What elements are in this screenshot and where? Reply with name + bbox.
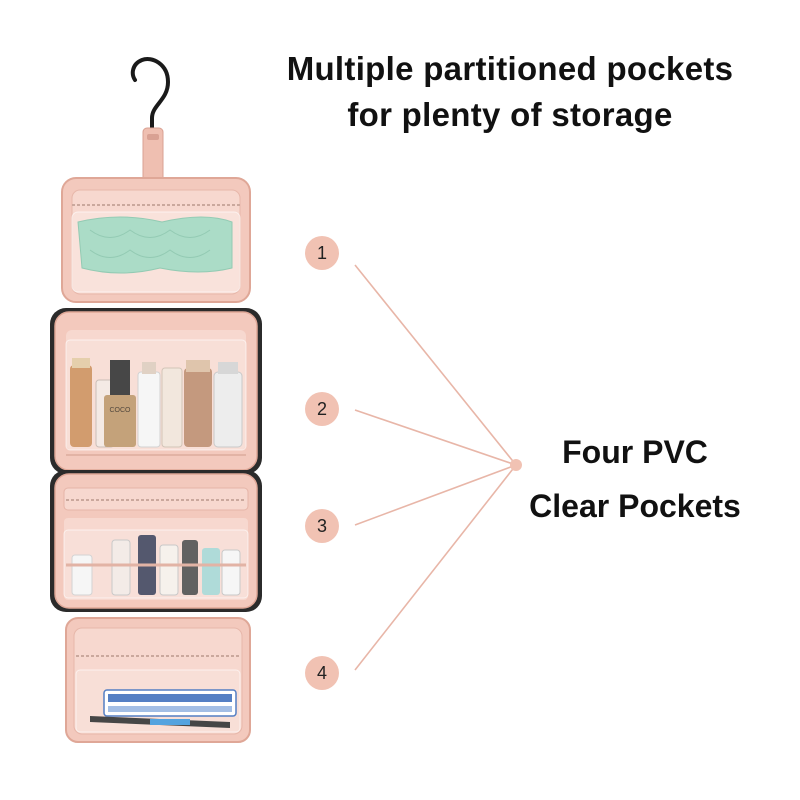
bottle-icon xyxy=(184,368,212,447)
pocket-1 xyxy=(61,177,251,303)
bottle-icon xyxy=(70,365,92,447)
leader-line-3 xyxy=(354,464,517,526)
compact-icon xyxy=(104,395,136,447)
pocket-badge-3: 3 xyxy=(305,509,339,543)
callout-line-1: Four PVC xyxy=(562,434,708,470)
callout-label: Four PVC Clear Pockets xyxy=(505,425,765,533)
leader-lines xyxy=(354,264,517,671)
leader-line-1 xyxy=(354,264,517,466)
headline-line-1: Multiple partitioned pockets xyxy=(286,50,734,87)
hook-wire-icon xyxy=(130,57,171,132)
callout-line-2: Clear Pockets xyxy=(529,488,741,524)
vial-icon xyxy=(182,540,198,595)
bottle-icon xyxy=(161,367,183,448)
vial-icon xyxy=(159,544,179,596)
pocket-badge-4: 4 xyxy=(305,656,339,690)
pocket-badge-2: 2 xyxy=(305,392,339,426)
pocket-badge-1: 1 xyxy=(305,236,339,270)
towel-icon xyxy=(77,216,233,274)
pocket-3 xyxy=(50,470,262,612)
headline-line-2: for plenty of storage xyxy=(347,96,673,133)
vial-icon xyxy=(202,548,220,595)
pocket-4 xyxy=(65,617,251,743)
leader-line-4 xyxy=(354,464,517,671)
headline: Multiple partitioned pockets for plenty … xyxy=(250,46,770,138)
vial-icon xyxy=(221,549,241,596)
vial-icon xyxy=(111,539,131,596)
leader-line-2 xyxy=(354,409,517,466)
pocket-2: COCO xyxy=(50,308,262,474)
leader-hub-dot xyxy=(510,459,522,471)
item-label-coco: COCO xyxy=(110,407,132,414)
